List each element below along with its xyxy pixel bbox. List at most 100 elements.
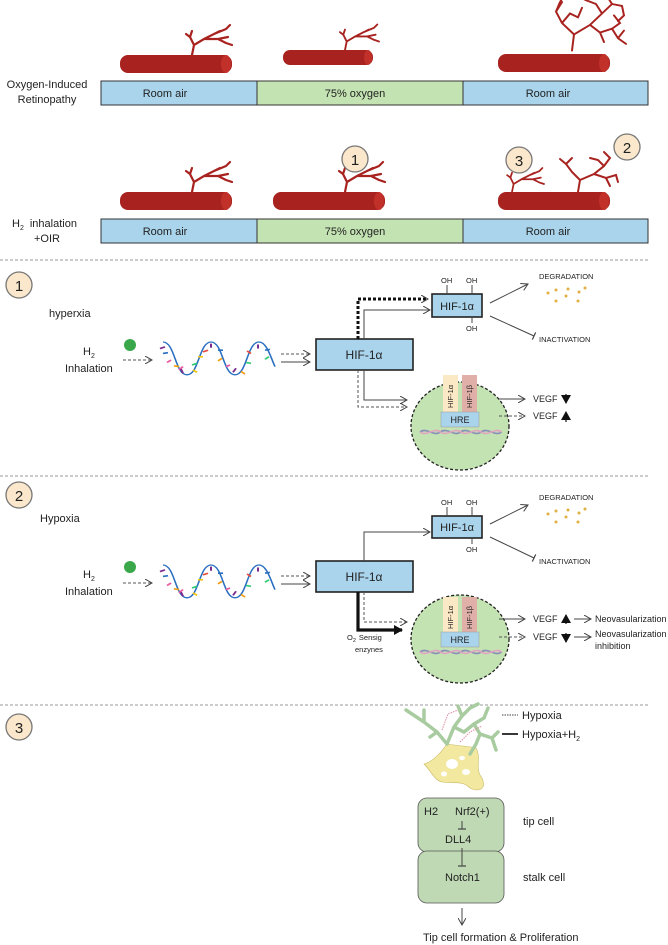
h2-timeline-bar: Room air 75% oxygen Room air <box>100 218 649 244</box>
section-2-hypoxia: 2 Hypoxia H2 Inhalation HIF-1α HIF-1α OH… <box>5 481 667 684</box>
notch1-label: Notch1 <box>445 872 480 884</box>
enzymes-label: enzynes <box>355 645 383 654</box>
inactivation-label: INACTIVATION <box>539 557 590 566</box>
segment-room-air: Room air <box>526 88 571 100</box>
segment-75-oxygen: 75% oxygen <box>325 88 386 100</box>
oir-label: Oxygen-Induced Retinopathy <box>7 79 88 106</box>
oir-label-line2: Retinopathy <box>18 94 77 106</box>
section-1-marker <box>5 271 33 299</box>
hydroxylated-hif-label: HIF-1α <box>440 522 475 534</box>
segment-room-air: Room air <box>143 226 188 238</box>
hre-label: HRE <box>450 415 469 425</box>
marker-number: 1 <box>351 152 359 169</box>
dna-icon <box>159 341 276 376</box>
marker-number: 3 <box>515 153 523 170</box>
marker-number: 2 <box>623 140 631 157</box>
hif1b-label: HIF-1β <box>465 384 474 408</box>
section-3-marker <box>5 713 33 741</box>
inactivation-inhibitor <box>489 536 537 562</box>
degradation-arrow <box>489 505 528 525</box>
hydroxylated-hif-box <box>431 515 483 539</box>
vegf-label: VEGF <box>533 632 558 642</box>
thick-arrow <box>356 592 403 635</box>
arrow <box>363 532 430 561</box>
vegf-label: VEGF <box>533 394 558 404</box>
oh-label: OH <box>441 276 452 285</box>
h2-label: H2 <box>424 806 438 818</box>
condition-label: Hypoxia <box>40 513 81 525</box>
oxygen-segment <box>256 218 464 244</box>
arrow <box>363 310 430 339</box>
inhibition-label: inhibition <box>595 641 631 651</box>
marker-circle <box>505 146 533 174</box>
vegf-label: VEGF <box>533 411 558 421</box>
stalk-cell-label: stalk cell <box>523 872 565 884</box>
section-2-marker <box>5 481 33 509</box>
hre-box <box>440 631 480 648</box>
hif1b-label: HIF-1β <box>465 605 474 629</box>
arrow <box>363 592 407 622</box>
segment-75-oxygen: 75% oxygen <box>325 226 386 238</box>
hre-label: HRE <box>450 635 469 645</box>
hif-main-label: HIF-1α <box>346 348 383 362</box>
h2-vessel-3 <box>498 151 619 210</box>
hif1a-subunit <box>443 375 458 412</box>
oir-vessel-1 <box>120 23 234 73</box>
segment-room-air: Room air <box>143 88 188 100</box>
degradation-fragments <box>546 507 587 524</box>
h2-molecule-icon <box>124 339 136 351</box>
degradation-fragments <box>546 286 587 303</box>
inhalation-label: Inhalation <box>65 363 113 375</box>
oh-bonds <box>446 507 473 544</box>
marker-1: 1 <box>341 145 369 173</box>
dll4-label: DLL4 <box>445 834 471 846</box>
condition-label: hyperxia <box>49 308 91 320</box>
h2-vessel-1 <box>120 160 234 210</box>
nrf2-label: Nrf2(+) <box>455 806 490 818</box>
segment-room-air: Room air <box>526 226 571 238</box>
hydroxylated-hif-box <box>431 293 483 318</box>
room-air-segment <box>462 80 649 106</box>
degradation-label: DEGRADATION <box>539 493 593 502</box>
room-air-segment <box>462 218 649 244</box>
legend-hypoxia-h2: Hypoxia+H2 <box>522 729 580 743</box>
oxygen-segment <box>256 80 464 106</box>
section-3-tip-cell: 3 Hypoxia Hypoxia+H2 H2 Nrf2(+) DLL4 Not… <box>5 702 580 944</box>
thick-dotted-arrow <box>356 299 428 339</box>
room-air-segment <box>100 80 258 106</box>
oh-bonds <box>446 285 473 323</box>
outcome-label: Tip cell formation & Proliferation <box>423 932 579 944</box>
arrow <box>357 370 407 407</box>
h2-molecule-icon <box>124 561 136 573</box>
marker-3: 3 <box>505 146 533 174</box>
inactivation-label: INACTIVATION <box>539 335 590 344</box>
oir-timeline-bar: Room air 75% oxygen Room air <box>100 80 649 106</box>
hydroxylated-hif-label: HIF-1α <box>440 301 475 313</box>
section-number: 1 <box>15 278 23 295</box>
h2-vessel-2 <box>273 160 387 210</box>
hif1a-label: HIF-1α <box>446 384 455 408</box>
tip-cell-label: tip cell <box>523 816 554 828</box>
oir-vessel-3-neovascular-tuft <box>498 0 627 72</box>
hif1a-label: HIF-1α <box>446 605 455 629</box>
marker-2: 2 <box>613 133 641 161</box>
vegf-label: VEGF <box>533 614 558 624</box>
oh-label: OH <box>466 324 477 333</box>
dna-icon <box>159 564 276 599</box>
oir-label-line1: Oxygen-Induced <box>7 79 88 91</box>
oir-vessel-2 <box>283 23 380 65</box>
section-1-hyperoxia: 1 hyperxia H2 Inhalation HIF-1α HIF-1α O… <box>5 271 593 471</box>
oh-label: OH <box>466 276 477 285</box>
oh-label: OH <box>466 545 477 554</box>
section-number: 2 <box>15 488 23 505</box>
oir-suffix-label: +OIR <box>34 233 60 245</box>
hif1b-subunit <box>462 375 477 412</box>
hif1b-subunit <box>462 597 477 632</box>
vascular-sprout-illustration <box>404 702 500 791</box>
marker-circle <box>613 133 641 161</box>
hre-box <box>440 411 480 428</box>
oh-label: OH <box>466 498 477 507</box>
